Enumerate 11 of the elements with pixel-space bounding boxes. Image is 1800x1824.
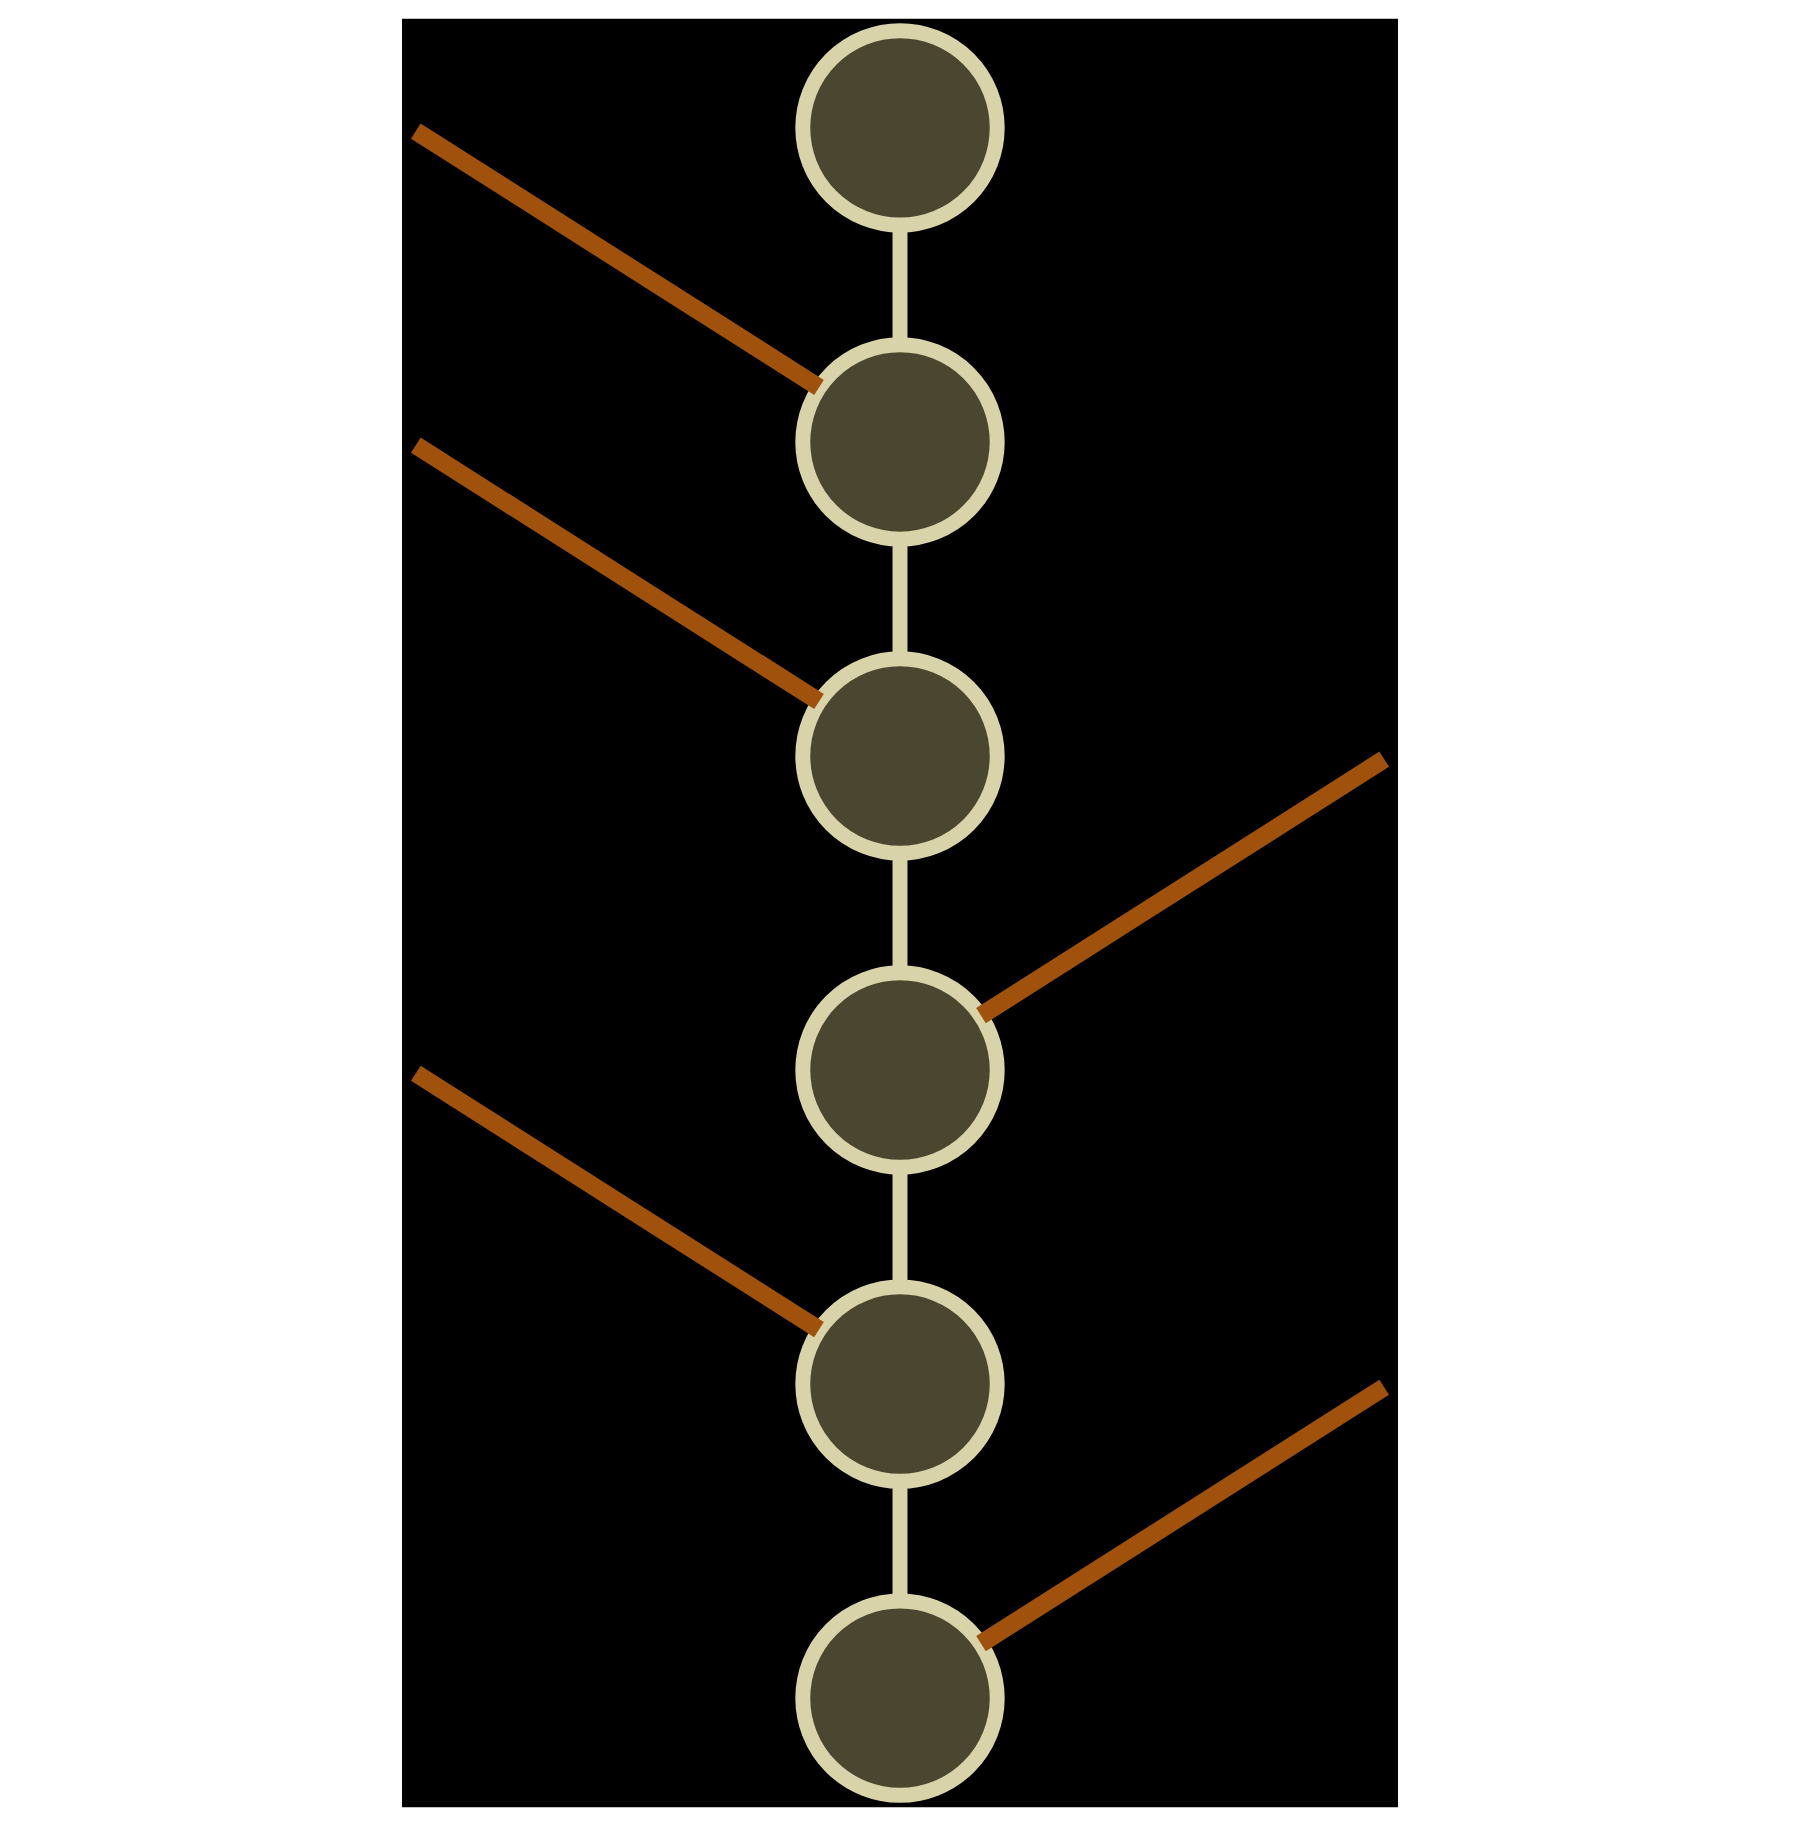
connector xyxy=(411,436,824,709)
node-circle xyxy=(795,336,1005,546)
node-circle xyxy=(795,1592,1005,1802)
node-circle xyxy=(795,964,1005,1174)
connector xyxy=(976,1378,1389,1651)
connector xyxy=(411,122,824,395)
node-circle xyxy=(795,1278,1005,1488)
node-circle xyxy=(795,22,1005,232)
connector xyxy=(976,750,1389,1023)
node-circle xyxy=(795,650,1005,860)
connector xyxy=(411,1064,824,1337)
